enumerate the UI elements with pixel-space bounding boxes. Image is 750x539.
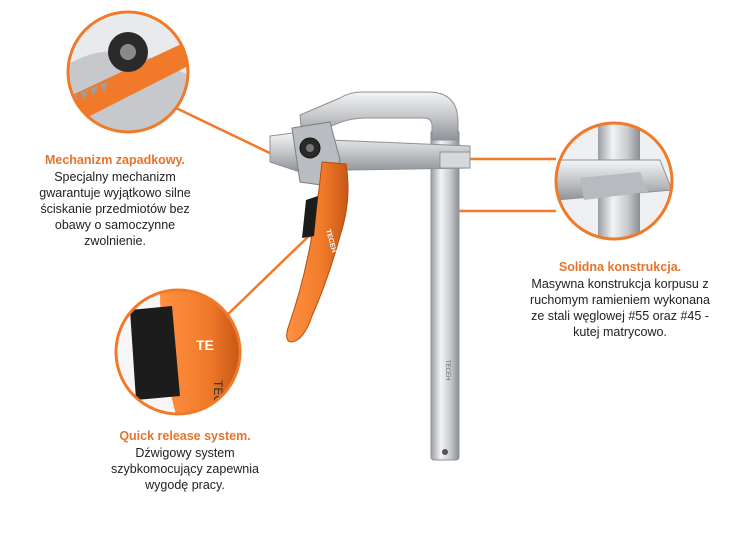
callout-ratchet-line: ściskanie przedmiotów bez xyxy=(40,202,190,216)
callout-ratchet-line: obawy o samoczynne xyxy=(54,218,176,232)
callout-ratchet-line: Specjalny mechanizm xyxy=(54,170,176,184)
zoom-circle-ratchet xyxy=(66,10,190,134)
clamp-bar: TECEH xyxy=(430,129,460,461)
callout-quick-release-line: Dźwigowy system xyxy=(135,446,235,460)
callout-construction-line: Masywna konstrukcja korpusu z xyxy=(531,277,709,291)
connector-lines xyxy=(175,106,556,319)
orange-handle: TECEH xyxy=(286,161,349,343)
svg-text:TE: TE xyxy=(196,337,214,353)
callout-ratchet: Mechanizm zapadkowy. Specjalny mechanizm… xyxy=(20,152,210,249)
callout-quick-release-line: wygodę pracy. xyxy=(145,478,225,492)
callout-quick-release-line: szybkomocujący zapewnia xyxy=(111,462,259,476)
callout-construction-line: ze stali węglowej #55 oraz #45 - xyxy=(531,309,709,323)
clamp-upper-arm xyxy=(299,91,459,141)
zoom-circle-construction xyxy=(554,121,674,241)
callout-ratchet-title: Mechanizm zapadkowy. xyxy=(44,153,186,167)
callout-quick-release-title: Quick release system. xyxy=(119,429,251,443)
callout-construction-line: ruchomym ramieniem wykonana xyxy=(530,293,710,307)
callout-quick-release: Quick release system. Dźwigowy system sz… xyxy=(95,428,275,493)
callout-construction-title: Solidna konstrukcja. xyxy=(558,260,682,274)
callout-construction: Solidna konstrukcja. Masywna konstrukcja… xyxy=(505,259,735,340)
zoom-circle-quick-release: TE TEC xyxy=(114,288,242,416)
callout-construction-line: kutej matrycowo. xyxy=(573,325,667,339)
svg-text:TECEH: TECEH xyxy=(444,360,450,380)
callout-ratchet-line: zwolnienie. xyxy=(84,234,146,248)
callout-ratchet-line: gwarantuje wyjątkowo silne xyxy=(39,186,191,200)
